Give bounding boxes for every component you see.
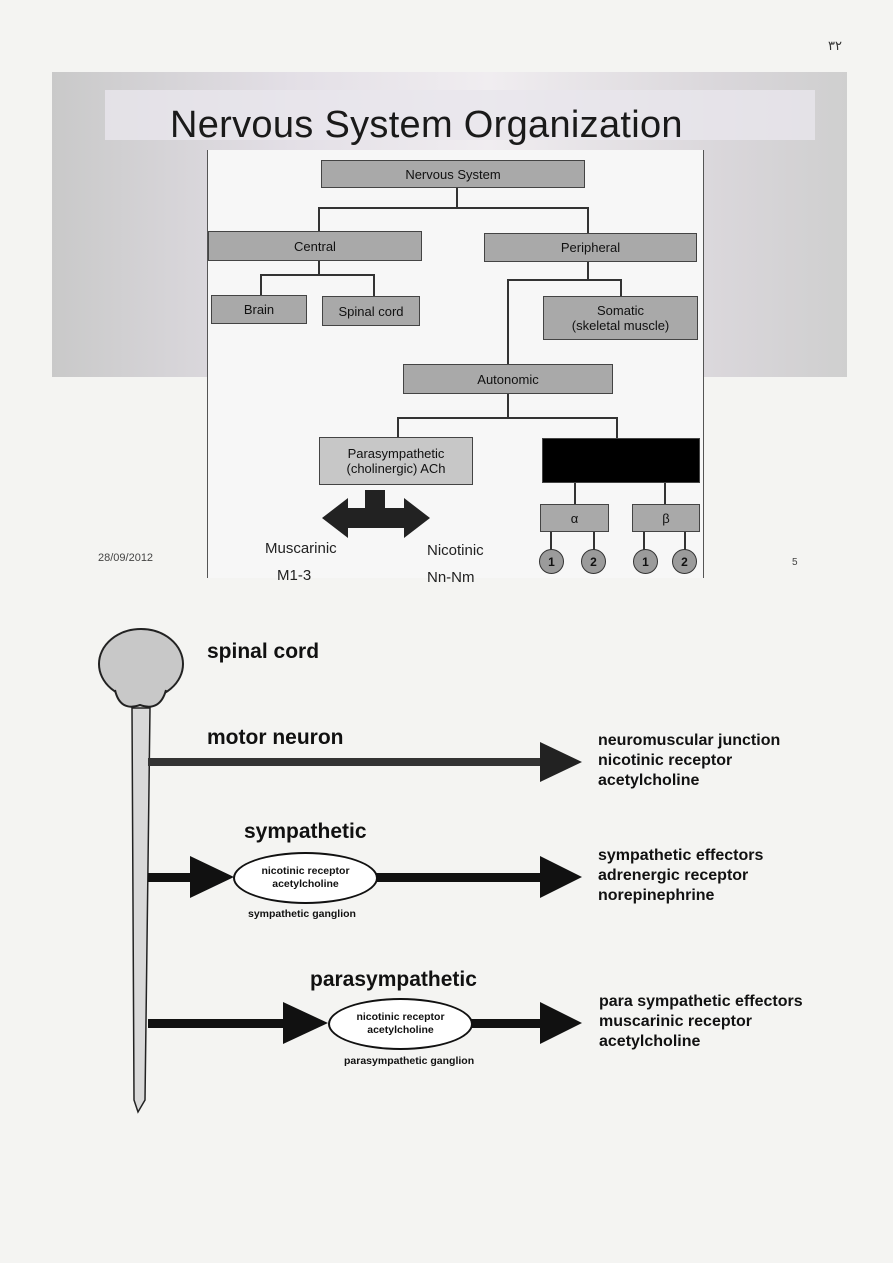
motor-neuron-title: motor neuron [207, 726, 344, 749]
parasympathetic-targets: para sympathetic effectors muscarinic re… [599, 992, 803, 1052]
ganglion-transmitter: acetylcholine [367, 1024, 434, 1036]
sympathetic-targets: sympathetic effectors adrenergic recepto… [598, 846, 763, 906]
double-arrow-stem [365, 490, 385, 510]
parasympathetic-target: para sympathetic effectors [599, 993, 803, 1010]
slide-number: 5 [792, 557, 798, 568]
connector-line [318, 207, 588, 209]
connector-line [593, 530, 595, 550]
connector-line [397, 417, 399, 437]
nicotinic-subtypes: Nn-Nm [427, 569, 475, 586]
node-brain: Brain [211, 295, 307, 324]
connector-line [664, 483, 666, 505]
sympathetic-title: sympathetic [244, 820, 367, 843]
node-nervous-system: Nervous System [321, 160, 585, 188]
connector-line [587, 207, 589, 233]
connector-line [684, 530, 686, 550]
node-beta-2: 2 [672, 549, 697, 574]
parasympathetic-ganglion-label: parasympathetic ganglion [344, 1055, 475, 1067]
parasympathetic-sublabel: (cholinergic) ACh [346, 461, 446, 476]
spinal-cord-head [98, 628, 184, 700]
sympathetic-ganglion: nicotinic receptor acetylcholine [233, 852, 378, 904]
page-number: ٣٢ [828, 38, 842, 53]
sympathetic-preganglionic-line [148, 873, 192, 882]
parasympathetic-preganglionic-line [148, 1019, 285, 1028]
somatic-sublabel: (skeletal muscle) [571, 318, 670, 333]
connector-line [507, 279, 509, 365]
parasympathetic-title: parasympathetic [310, 968, 477, 991]
double-arrow [322, 498, 430, 538]
connector-line [643, 530, 645, 550]
sympathetic-target: sympathetic effectors [598, 847, 764, 864]
connector-line [620, 279, 622, 297]
node-alpha: α [540, 504, 609, 532]
ganglion-receptor: nicotinic receptor [356, 1011, 445, 1023]
motor-target: nicotinic receptor [598, 752, 733, 769]
node-spinal-cord: Spinal cord [322, 296, 420, 326]
parasympathetic-target: muscarinic receptor [599, 1013, 752, 1030]
node-beta: β [632, 504, 700, 532]
sympathetic-postganglionic-line [376, 873, 542, 882]
connector-line [574, 483, 576, 505]
node-autonomic: Autonomic [403, 364, 613, 394]
sympathetic-target: norepinephrine [598, 887, 715, 904]
connector-line [616, 417, 618, 439]
motor-target: acetylcholine [598, 772, 700, 789]
connector-line [318, 260, 320, 275]
ganglion-transmitter: acetylcholine [272, 878, 339, 890]
muscarinic-label: Muscarinic [265, 540, 337, 557]
sympathetic-arrow-1 [190, 856, 234, 898]
motor-neuron-targets: neuromuscular junction nicotinic recepto… [598, 731, 780, 791]
node-alpha-1: 1 [539, 549, 564, 574]
node-peripheral: Peripheral [484, 233, 697, 262]
slide-date: 28/09/2012 [98, 552, 154, 564]
slide-title: Nervous System Organization [170, 104, 683, 146]
spinal-cord-base [114, 689, 167, 708]
parasympathetic-postganglionic-line [471, 1019, 543, 1028]
slide-title-band [105, 90, 815, 140]
node-somatic: Somatic (skeletal muscle) [543, 296, 698, 340]
connector-line [260, 274, 262, 296]
parasympathetic-arrow-2 [540, 1002, 582, 1044]
sympathetic-ganglion-label: sympathetic ganglion [248, 908, 356, 920]
parasympathetic-ganglion: nicotinic receptor acetylcholine [328, 998, 473, 1050]
motor-target: neuromuscular junction [598, 732, 781, 749]
somatic-label: Somatic [597, 303, 644, 318]
node-beta-1: 1 [633, 549, 658, 574]
connector-line [260, 274, 374, 276]
connector-line [397, 417, 617, 419]
node-sympathetic-redacted [542, 438, 700, 483]
axon [131, 707, 151, 1114]
connector-line [507, 393, 509, 418]
motor-neuron-line [148, 758, 543, 766]
muscarinic-subtypes: M1-3 [277, 567, 312, 584]
spinal-cord-label: spinal cord [207, 640, 320, 663]
connector-line [456, 187, 458, 208]
sympathetic-arrow-2 [540, 856, 582, 898]
node-central: Central [208, 231, 422, 261]
node-parasympathetic: Parasympathetic (cholinergic) ACh [319, 437, 473, 485]
parasympathetic-label: Parasympathetic [347, 446, 445, 461]
parasympathetic-arrow-1 [283, 1002, 328, 1044]
motor-neuron-arrow [540, 742, 582, 782]
nicotinic-label: Nicotinic [427, 542, 484, 559]
connector-line [373, 274, 375, 296]
connector-line [507, 279, 621, 281]
connector-line [318, 207, 320, 232]
ganglion-receptor: nicotinic receptor [261, 865, 350, 877]
sympathetic-target: adrenergic receptor [598, 867, 749, 884]
parasympathetic-target: acetylcholine [599, 1033, 701, 1050]
node-alpha-2: 2 [581, 549, 606, 574]
connector-line [550, 530, 552, 550]
connector-line [587, 262, 589, 280]
